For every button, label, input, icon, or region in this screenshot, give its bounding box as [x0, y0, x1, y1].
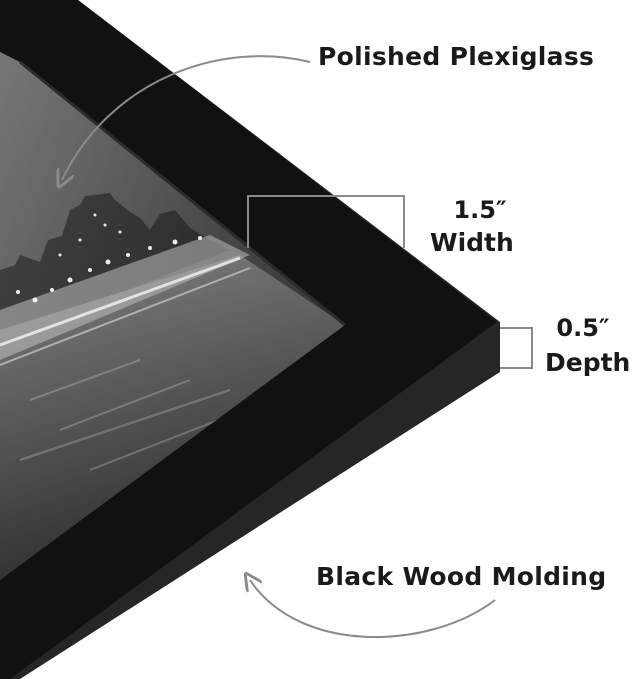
width-label: Width: [430, 228, 514, 257]
plexiglass-callout-arrow: [62, 55, 311, 180]
width-value: 1.5″: [453, 196, 507, 224]
depth-label: Depth: [545, 348, 631, 377]
width-bracket: [247, 195, 405, 248]
plexiglass-label: Polished Plexiglass: [318, 42, 595, 71]
frame-inner-lip: [19, 60, 346, 327]
molding-callout-arrow: [250, 580, 496, 638]
depth-bracket: [500, 327, 533, 369]
depth-value: 0.5″: [556, 314, 610, 342]
molding-label: Black Wood Molding: [316, 562, 607, 591]
